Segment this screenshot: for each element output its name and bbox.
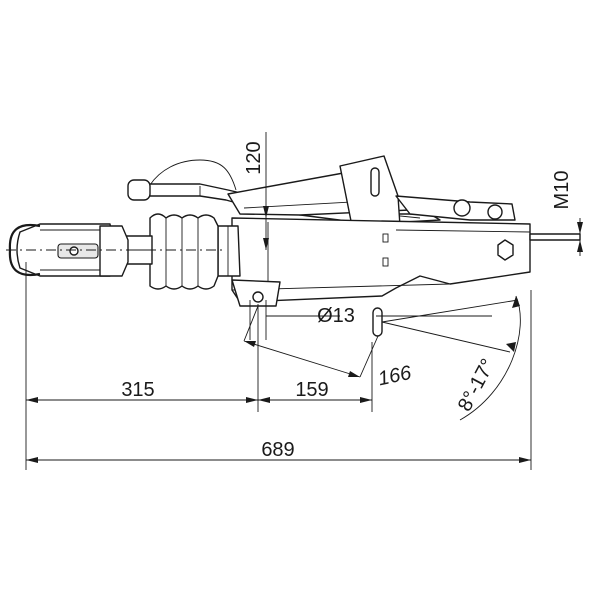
dim-label-166: 166 <box>376 362 414 391</box>
head-clamp <box>99 225 129 277</box>
dim-label-689: 689 <box>261 439 294 461</box>
dim-label-159: 159 <box>295 379 328 401</box>
lug-hole <box>252 291 264 303</box>
dim-label-angle: 8°-17° <box>454 355 500 415</box>
coupling-housing <box>231 217 531 303</box>
bracket-slot <box>370 167 380 197</box>
lever-grip <box>127 179 151 201</box>
dim-label-hole-diameter: Ø13 <box>317 305 355 327</box>
angle-arc <box>459 295 521 421</box>
housing-slot-2 <box>382 257 389 267</box>
housing-slot-1 <box>382 233 389 243</box>
flange-ring <box>217 225 241 277</box>
threaded-rod <box>529 233 581 241</box>
pivot-bolt-1 <box>453 199 471 217</box>
hex-nut <box>497 239 514 261</box>
slotted-hole <box>372 307 383 337</box>
upper-bracket <box>339 155 401 227</box>
brake-cable <box>149 159 237 191</box>
overrun-coupling <box>8 155 581 307</box>
indicator-pin <box>69 246 79 256</box>
dimension-lines <box>25 132 583 470</box>
dim-label-120: 120 <box>243 141 265 174</box>
dim-label-315: 315 <box>121 379 154 401</box>
dim-label-m10: M10 <box>551 171 573 210</box>
pivot-bolt-2 <box>487 204 503 220</box>
bellows-boot <box>149 213 219 290</box>
